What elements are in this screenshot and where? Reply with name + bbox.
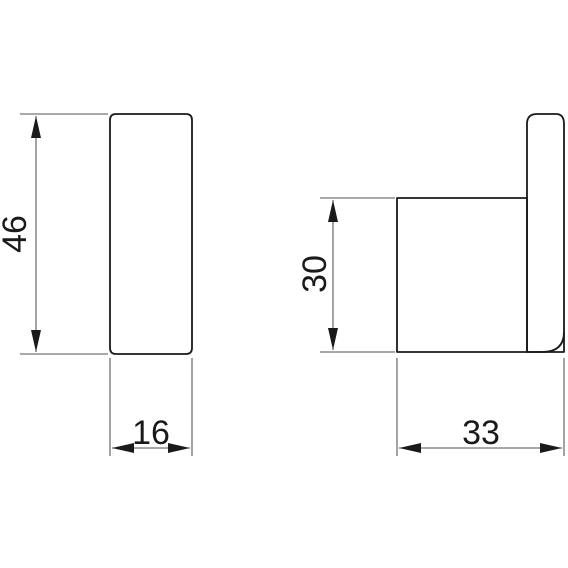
arrowhead-up xyxy=(31,116,41,138)
front-width-label: 16 xyxy=(132,414,170,452)
side-height-dimension: 30 xyxy=(296,197,395,353)
front-view-outline xyxy=(109,113,193,355)
front-width-dimension: 16 xyxy=(109,358,193,456)
side-view xyxy=(396,113,565,353)
front-height-label: 46 xyxy=(0,215,34,253)
arrowhead-left xyxy=(112,443,134,453)
arrowhead-left xyxy=(399,443,421,453)
arrowhead-right xyxy=(168,443,190,453)
side-view-wall-plate xyxy=(526,113,565,353)
front-view xyxy=(109,113,193,355)
side-view-hook-body xyxy=(396,197,528,353)
side-view-bottom-fillet xyxy=(527,331,565,353)
side-width-label: 33 xyxy=(462,414,500,452)
arrowhead-down xyxy=(328,328,338,350)
side-width-dimension: 33 xyxy=(396,358,565,456)
arrowhead-up xyxy=(328,200,338,222)
side-height-label: 30 xyxy=(296,255,334,293)
front-height-dimension: 46 xyxy=(0,113,108,355)
arrowhead-right xyxy=(540,443,562,453)
arrowhead-down xyxy=(31,330,41,352)
